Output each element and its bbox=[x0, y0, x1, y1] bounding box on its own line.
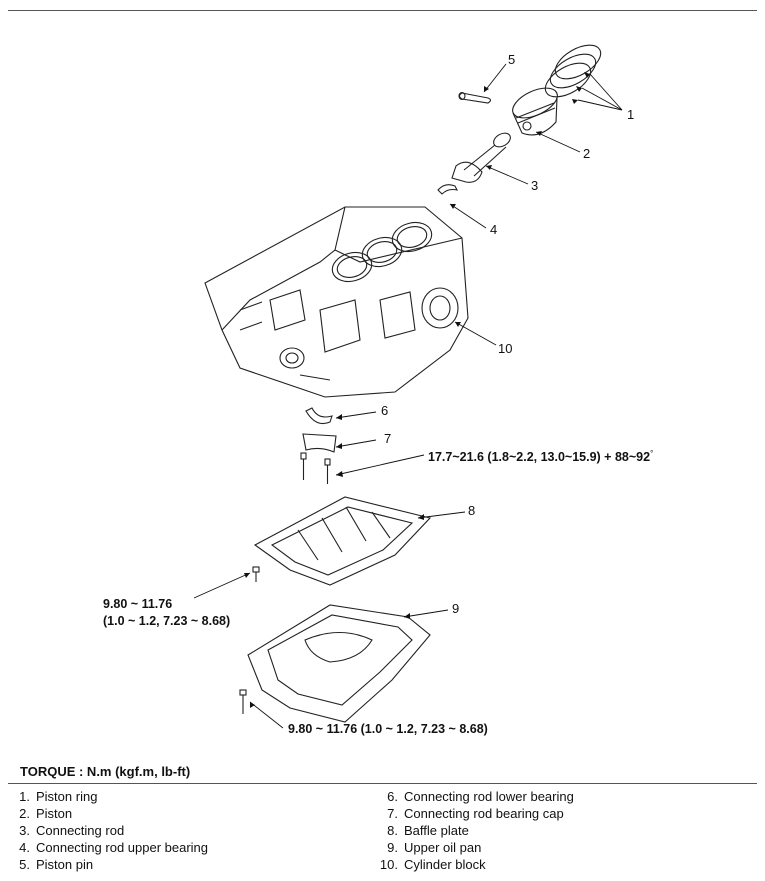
callout-6: 6 bbox=[381, 403, 389, 418]
legend-num: 6. bbox=[387, 789, 398, 804]
torque-spec-bearing-cap-value: 17.7~21.6 (1.8~2.2, 13.0~15.9) + 88~92 bbox=[428, 450, 651, 465]
upper-oil-pan-drawing bbox=[239, 604, 431, 723]
legend-item: 9. Upper oil pan bbox=[378, 839, 574, 856]
legend-left: 1. Piston ring 2. Piston 3. Connecting rod … bbox=[10, 788, 208, 873]
legend-label: Connecting rod bbox=[36, 823, 125, 838]
piston-ring-drawing bbox=[544, 44, 602, 98]
legend-label: Piston bbox=[36, 806, 73, 821]
cap-bolts-drawing bbox=[300, 452, 331, 484]
callout-1: 1 bbox=[627, 107, 635, 122]
callout-8: 8 bbox=[468, 503, 476, 518]
cylinder-block-drawing bbox=[204, 206, 469, 398]
top-rule bbox=[8, 10, 757, 11]
torque-spec-baffle: 9.80 ~ 11.76 (1.0 ~ 1.2, 7.23 ~ 8.68) bbox=[103, 596, 230, 630]
legend-item: 2. Piston bbox=[10, 805, 208, 822]
upper-bearing-drawing bbox=[437, 184, 459, 195]
callout-2: 2 bbox=[583, 146, 591, 161]
legend-num: 9. bbox=[387, 840, 398, 855]
legend-label: Piston ring bbox=[36, 789, 98, 804]
torque-spec-bearing-cap: 17.7~21.6 (1.8~2.2, 13.0~15.9) + 88~92° bbox=[428, 445, 653, 466]
legend-item: 10. Cylinder block bbox=[378, 856, 574, 873]
lower-bearing-drawing bbox=[305, 407, 333, 425]
torque-spec-baffle-line1: 9.80 ~ 11.76 bbox=[103, 597, 173, 611]
piston-drawing bbox=[512, 87, 558, 136]
callout-10: 10 bbox=[498, 341, 513, 356]
piston-pin-drawing bbox=[458, 91, 492, 104]
degree-mark: ° bbox=[650, 449, 654, 458]
legend-right: 6. Connecting rod lower bearing 7. Connect… bbox=[378, 788, 574, 873]
legend-num: 4. bbox=[19, 840, 30, 855]
legend-item: 7. Connecting rod bearing cap bbox=[378, 805, 574, 822]
callout-7: 7 bbox=[384, 431, 392, 446]
legend-num: 7. bbox=[387, 806, 398, 821]
callout-9: 9 bbox=[452, 601, 460, 616]
legend-item: 4. Connecting rod upper bearing bbox=[10, 839, 208, 856]
legend-item: 6. Connecting rod lower bearing bbox=[378, 788, 574, 805]
legend-num: 8. bbox=[387, 823, 398, 838]
callout-5: 5 bbox=[508, 52, 516, 67]
baffle-plate-drawing bbox=[252, 496, 432, 586]
callout-4: 4 bbox=[490, 222, 498, 237]
bearing-cap-drawing bbox=[302, 433, 337, 453]
legend-item: 3. Connecting rod bbox=[10, 822, 208, 839]
torque-spec-oil-pan: 9.80 ~ 11.76 (1.0 ~ 1.2, 7.23 ~ 8.68) bbox=[288, 722, 488, 736]
legend-label: Cylinder block bbox=[404, 857, 486, 872]
legend-item: 8. Baffle plate bbox=[378, 822, 574, 839]
legend-num: 2. bbox=[19, 806, 30, 821]
torque-unit-title: TORQUE : N.m (kgf.m, lb-ft) bbox=[20, 764, 191, 779]
connecting-rod-drawing bbox=[451, 132, 511, 183]
legend-label: Upper oil pan bbox=[404, 840, 482, 855]
legend-num: 1. bbox=[19, 789, 30, 804]
legend-label: Connecting rod bearing cap bbox=[404, 806, 564, 821]
engine-exploded-diagram bbox=[193, 44, 623, 729]
legend-label: Baffle plate bbox=[404, 823, 469, 838]
legend-rule bbox=[8, 783, 757, 784]
legend-label: Connecting rod upper bearing bbox=[36, 840, 209, 855]
torque-spec-baffle-line2: (1.0 ~ 1.2, 7.23 ~ 8.68) bbox=[103, 614, 231, 628]
legend-num: 5. bbox=[19, 857, 30, 872]
legend-item: 5. Piston pin bbox=[10, 856, 208, 873]
legend-num: 3. bbox=[19, 823, 30, 838]
callout-3: 3 bbox=[531, 178, 539, 193]
legend-num: 10. bbox=[379, 857, 398, 872]
legend-label: Piston pin bbox=[36, 857, 94, 872]
legend-label: Connecting rod lower bearing bbox=[404, 789, 574, 804]
legend-item: 1. Piston ring bbox=[10, 788, 208, 805]
